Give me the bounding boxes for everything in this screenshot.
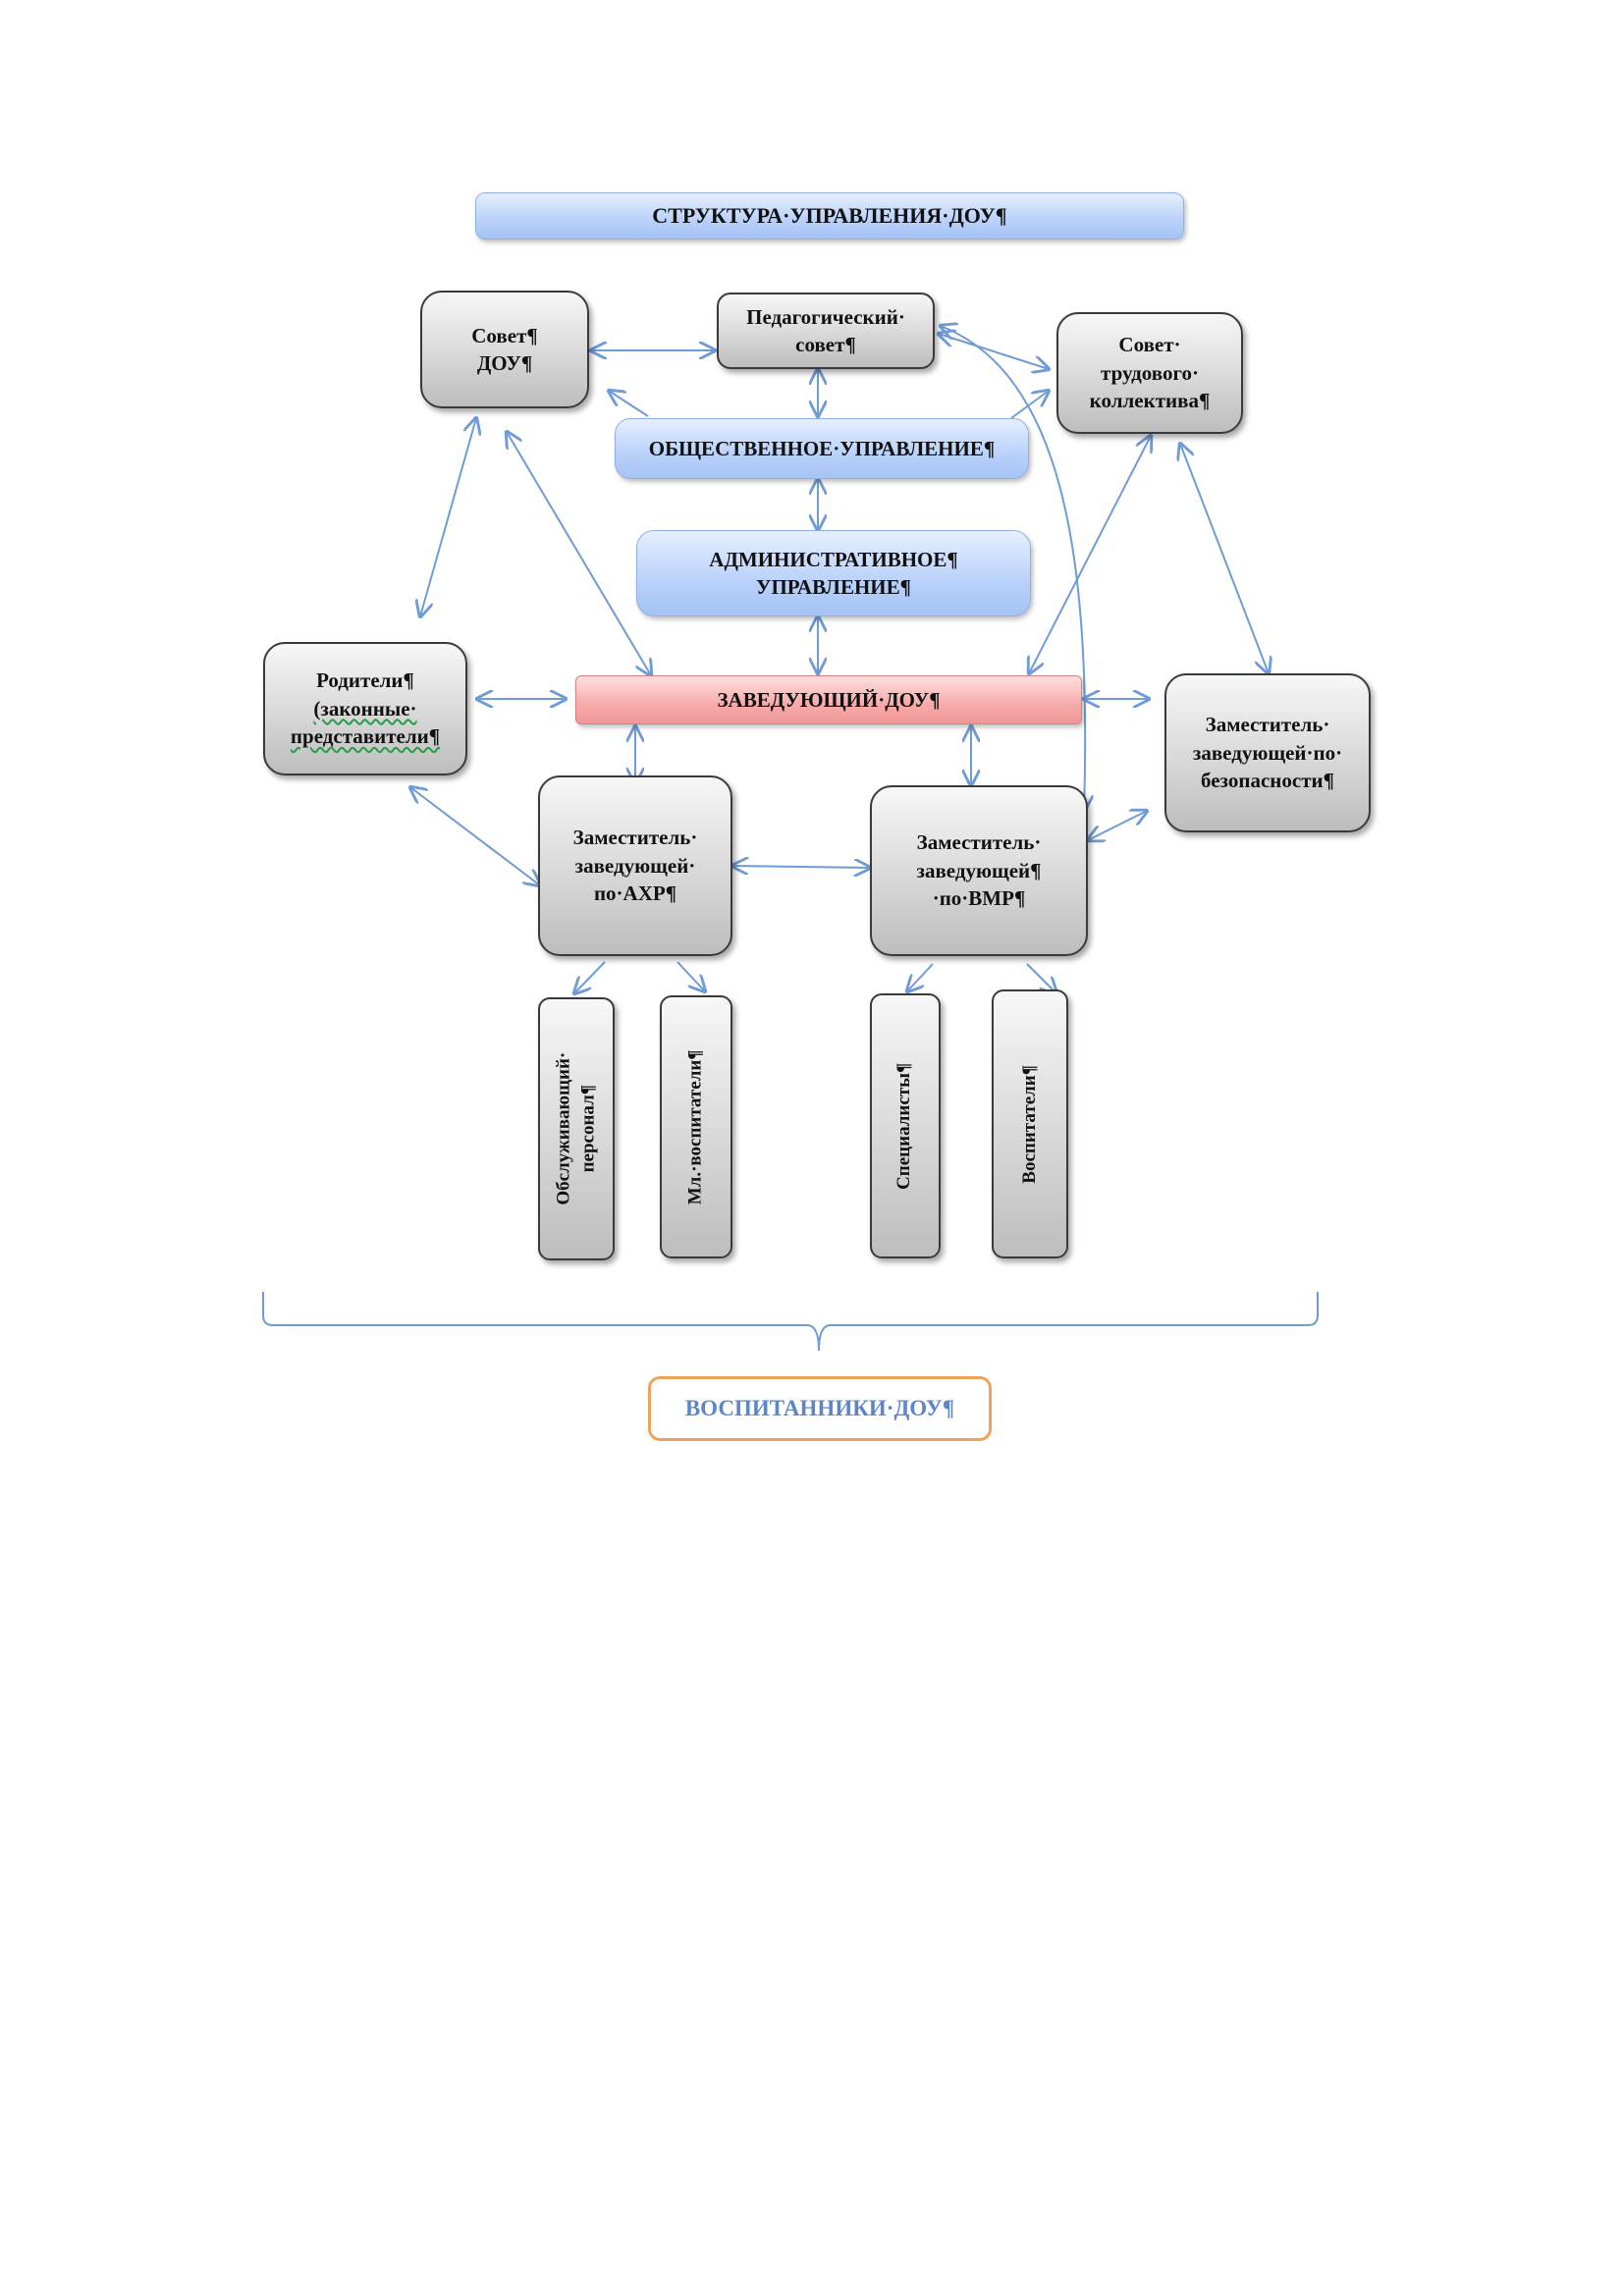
connector-ped-vmr-curve — [941, 326, 1085, 811]
node-sovet-trud-line3: коллектива¶ — [1089, 389, 1211, 413]
node-zaveduyushchiy-text: ЗАВЕДУЮЩИЙ·ДОУ¶ — [717, 687, 941, 712]
node-zam-bez-line3: безопасности¶ — [1201, 769, 1334, 793]
node-vospitanniki-text: ВОСПИТАННИКИ·ДОУ¶ — [684, 1396, 955, 1421]
node-admin-upr: АДМИНИСТРАТИВНОЕ¶ УПРАВЛЕНИЕ¶ — [636, 530, 1031, 616]
node-zam-vmr-line2: заведующей¶ — [916, 858, 1042, 882]
connector-vmr-bez — [1088, 811, 1147, 840]
node-ped-sovet-line1: Педагогический· — [746, 304, 905, 329]
node-vospitateli: Воспитатели¶ — [992, 989, 1068, 1258]
connector-vmr-spec — [907, 963, 934, 991]
connector-sovet-rod — [420, 418, 476, 616]
node-vospitateli-text: Воспитатели¶ — [1018, 1064, 1040, 1184]
node-zam-ahr-line1: Заместитель· — [572, 826, 698, 850]
node-sovet-trud-line2: трудового· — [1101, 360, 1199, 385]
node-zaveduyushchiy: ЗАВЕДУЮЩИЙ·ДОУ¶ — [575, 675, 1082, 724]
node-obsl-personal: Обслуживающий· персонал¶ — [538, 997, 615, 1260]
connector-sovet-zav — [507, 432, 651, 675]
connector-obshch-sovet — [609, 391, 649, 417]
node-specialisty: Специалисты¶ — [870, 993, 941, 1258]
node-roditeli-line2: (законные· — [313, 696, 417, 721]
node-zam-vmr-line3: ·по·ВМР¶ — [932, 886, 1026, 911]
node-ped-sovet-line2: совет¶ — [795, 333, 856, 356]
brace-all-staff — [262, 1292, 1319, 1352]
node-sovet-dou: Совет¶ ДОУ¶ — [420, 291, 589, 408]
diagram-title-text: СТРУКТУРА·УПРАВЛЕНИЯ·ДОУ¶ — [652, 203, 1007, 229]
node-zam-vmr-line1: Заместитель· — [916, 830, 1042, 855]
node-zam-bez-line1: Заместитель· — [1205, 713, 1330, 737]
node-roditeli-line1: Родители¶ — [316, 668, 414, 693]
connector-obshch-trud — [1010, 391, 1049, 419]
node-sovet-trud: Совет· трудового· коллектива¶ — [1056, 312, 1243, 434]
connector-trud-zav — [1029, 436, 1151, 673]
node-specialisty-text: Специалисты¶ — [893, 1062, 915, 1190]
connector-ahr-ml — [676, 961, 705, 991]
node-obshch-upr-text: ОБЩЕСТВЕННОЕ·УПРАВЛЕНИЕ¶ — [648, 436, 996, 460]
node-zam-ahr: Заместитель· заведующей· по·АХР¶ — [538, 775, 732, 956]
node-zam-ahr-line2: заведующей· — [574, 853, 696, 878]
node-obsl-personal-text: Обслуживающий· персонал¶ — [552, 1052, 600, 1205]
node-sovet-dou-line2: ДОУ¶ — [476, 351, 533, 375]
node-admin-upr-line1: АДМИНИСТРАТИВНОЕ¶ — [709, 547, 958, 571]
node-vospitanniki: ВОСПИТАННИКИ·ДОУ¶ — [648, 1376, 992, 1441]
node-ml-vospitateli: Мл.·воспитатели¶ — [660, 995, 732, 1258]
diagram-title: СТРУКТУРА·УПРАВЛЕНИЯ·ДОУ¶ — [475, 192, 1184, 240]
connector-ahr-obsl — [574, 961, 606, 993]
node-zam-bez: Заместитель· заведующей·по· безопасности… — [1164, 673, 1371, 832]
node-ml-vospitateli-text: Мл.·воспитатели¶ — [684, 1049, 706, 1204]
connector-rod-ahr — [410, 787, 540, 885]
node-ped-sovet: Педагогический· совет¶ — [717, 293, 935, 369]
connector-ped-trud — [939, 334, 1049, 369]
connector-trud-bez — [1180, 444, 1269, 673]
node-admin-upr-line2: УПРАВЛЕНИЕ¶ — [756, 575, 911, 599]
node-sovet-trud-line1: Совет· — [1118, 333, 1181, 357]
node-zam-vmr: Заместитель· заведующей¶ ·по·ВМР¶ — [870, 785, 1088, 956]
node-obsl-personal-line1: Обслуживающий· — [553, 1052, 574, 1205]
node-roditeli: Родители¶ (законные· представители¶ — [263, 642, 467, 775]
node-sovet-dou-line1: Совет¶ — [471, 323, 538, 347]
node-obshch-upr: ОБЩЕСТВЕННОЕ·УПРАВЛЕНИЕ¶ — [615, 418, 1029, 479]
node-roditeli-line3: представители¶ — [290, 724, 441, 749]
node-zam-bez-line2: заведующей·по· — [1192, 740, 1343, 765]
connector-ahr-vmr — [732, 866, 870, 868]
node-zam-ahr-line3: по·АХР¶ — [593, 881, 677, 906]
node-obsl-personal-line2: персонал¶ — [577, 1085, 598, 1173]
connector-vmr-vosp — [1026, 963, 1056, 993]
